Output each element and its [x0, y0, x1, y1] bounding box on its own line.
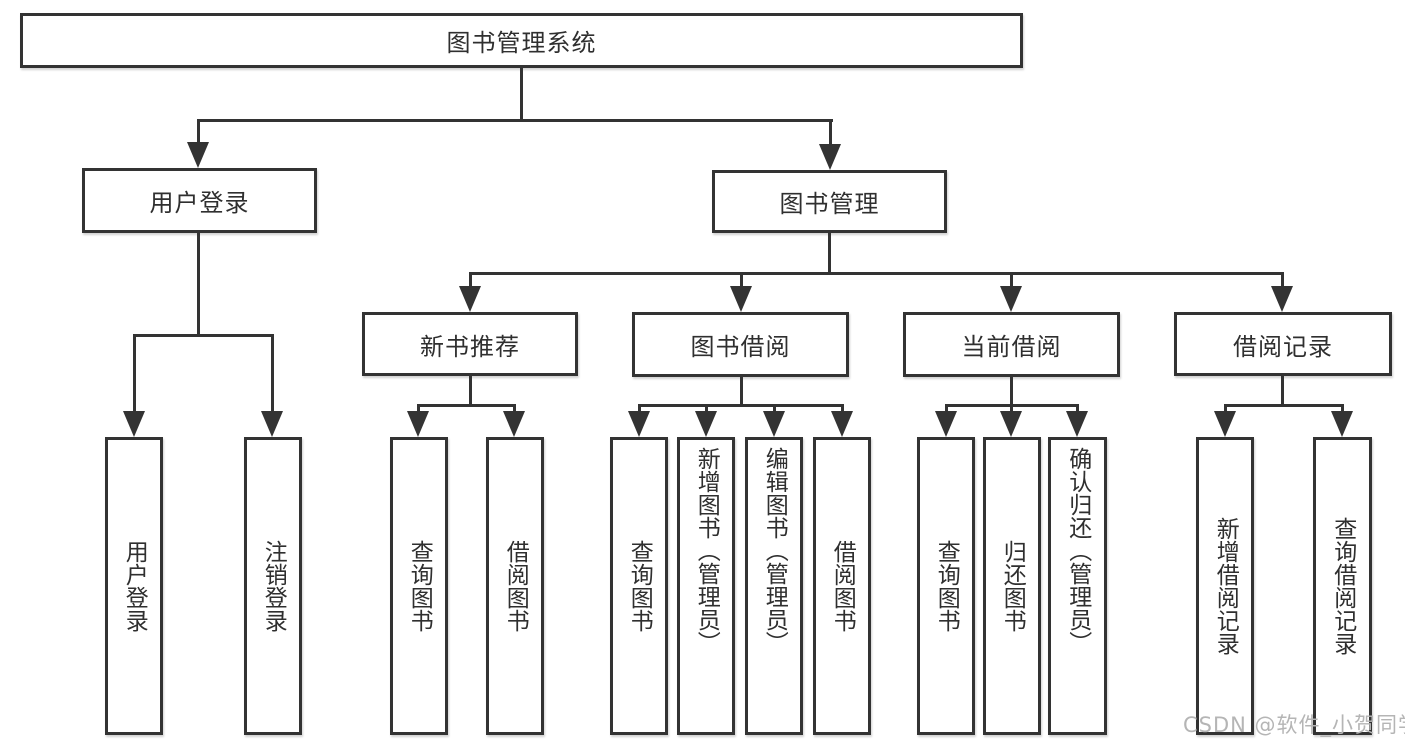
- vline: [1341, 404, 1344, 416]
- leaf-borrow-books: 借阅图书: [813, 437, 871, 735]
- leaf-label: 用户登录: [121, 540, 148, 632]
- leaf-query-books-borrow: 查询图书: [610, 437, 668, 735]
- hline: [133, 334, 274, 337]
- node-root: 图书管理系统: [20, 13, 1023, 68]
- leaf-query-books-current: 查询图书: [917, 437, 975, 735]
- arrowhead-down-icon: [123, 411, 145, 437]
- leaf-label: 归还图书: [999, 540, 1026, 632]
- node-book-management: 图书管理: [712, 170, 947, 233]
- vline: [1076, 404, 1079, 416]
- vline: [197, 233, 200, 336]
- vline: [271, 334, 274, 414]
- vline: [513, 404, 516, 416]
- leaf-query-borrow-record: 查询借阅记录: [1313, 437, 1372, 735]
- node-current-borrow: 当前借阅: [903, 312, 1120, 377]
- arrowhead-down-icon: [730, 286, 752, 312]
- arrowhead-down-icon: [763, 411, 785, 437]
- arrowhead-down-icon: [1271, 286, 1293, 312]
- leaf-confirm-return-admin: 确认归还（管理员）: [1048, 437, 1107, 735]
- vline: [133, 334, 136, 414]
- node-book-borrow: 图书借阅: [632, 312, 849, 377]
- node-new-book-recommend-label: 新书推荐: [420, 332, 520, 361]
- node-book-borrow-label: 图书借阅: [690, 333, 791, 361]
- vline: [469, 272, 472, 290]
- vline: [740, 377, 743, 406]
- watermark-text: CSDN @软件_小贺同学: [1183, 713, 1405, 737]
- leaf-borrow-books-recommend: 借阅图书: [486, 437, 544, 735]
- node-borrow-records: 借阅记录: [1174, 312, 1392, 376]
- vline: [1281, 272, 1284, 290]
- arrowhead-down-icon: [503, 411, 525, 437]
- vline: [773, 404, 776, 416]
- node-root-label: 图书管理系统: [446, 29, 597, 57]
- leaf-label: 借阅图书: [829, 540, 856, 632]
- leaf-add-books-admin: 新增图书（管理员）: [677, 437, 735, 735]
- arrowhead-down-icon: [628, 411, 650, 437]
- arrowhead-down-icon: [831, 411, 853, 437]
- hline: [197, 119, 833, 122]
- vline: [1010, 377, 1013, 406]
- vline: [945, 404, 948, 416]
- leaf-logout: 注销登录: [244, 437, 302, 735]
- arrowhead-down-icon: [695, 411, 717, 437]
- leaf-label: 查询图书: [626, 540, 653, 632]
- vline: [1281, 376, 1284, 406]
- vline: [705, 404, 708, 416]
- leaf-label: 借阅图书: [502, 540, 529, 632]
- leaf-label: 新增借阅记录: [1212, 517, 1239, 655]
- node-user-login: 用户登录: [82, 168, 317, 233]
- leaf-user-login: 用户登录: [105, 437, 163, 735]
- node-borrow-records-label: 借阅记录: [1233, 332, 1333, 361]
- hline: [638, 404, 843, 407]
- leaf-label: 注销登录: [260, 540, 287, 632]
- vline: [740, 272, 743, 290]
- node-book-management-label: 图书管理: [779, 190, 880, 218]
- arrowhead-down-icon: [1066, 411, 1088, 437]
- hline: [1224, 404, 1343, 407]
- arrowhead-down-icon: [187, 142, 209, 168]
- vline: [417, 404, 420, 416]
- arrowhead-down-icon: [935, 411, 957, 437]
- arrowhead-down-icon: [459, 286, 481, 312]
- vline: [469, 376, 472, 406]
- leaf-label: 查询借阅记录: [1329, 517, 1356, 655]
- vline: [829, 119, 832, 147]
- arrowhead-down-icon: [819, 144, 841, 170]
- node-new-book-recommend: 新书推荐: [362, 312, 578, 376]
- leaf-add-borrow-record: 新增借阅记录: [1196, 437, 1254, 735]
- arrowhead-down-icon: [1000, 286, 1022, 312]
- arrowhead-down-icon: [407, 411, 429, 437]
- vline: [638, 404, 641, 416]
- vline: [841, 404, 844, 416]
- vline: [520, 66, 523, 121]
- node-user-login-label: 用户登录: [149, 189, 250, 217]
- arrowhead-down-icon: [261, 411, 283, 437]
- hline: [469, 272, 1283, 275]
- vline: [828, 233, 831, 275]
- node-current-borrow-label: 当前借阅: [961, 333, 1062, 361]
- arrowhead-down-icon: [1214, 411, 1236, 437]
- vline: [1224, 404, 1227, 416]
- leaf-label: 确认归还（管理员）: [1064, 447, 1091, 654]
- arrowhead-down-icon: [1331, 411, 1353, 437]
- vline: [197, 119, 200, 145]
- vline: [1010, 404, 1013, 416]
- leaf-label: 查询图书: [933, 540, 960, 632]
- arrowhead-down-icon: [1000, 411, 1022, 437]
- leaf-label: 查询图书: [406, 540, 433, 632]
- leaf-label: 新增图书（管理员）: [693, 447, 720, 654]
- hline: [417, 404, 516, 407]
- leaf-edit-books-admin: 编辑图书（管理员）: [745, 437, 803, 735]
- leaf-return-books: 归还图书: [983, 437, 1041, 735]
- leaf-label: 编辑图书（管理员）: [761, 447, 788, 654]
- leaf-query-books-recommend: 查询图书: [390, 437, 448, 735]
- vline: [1010, 272, 1013, 290]
